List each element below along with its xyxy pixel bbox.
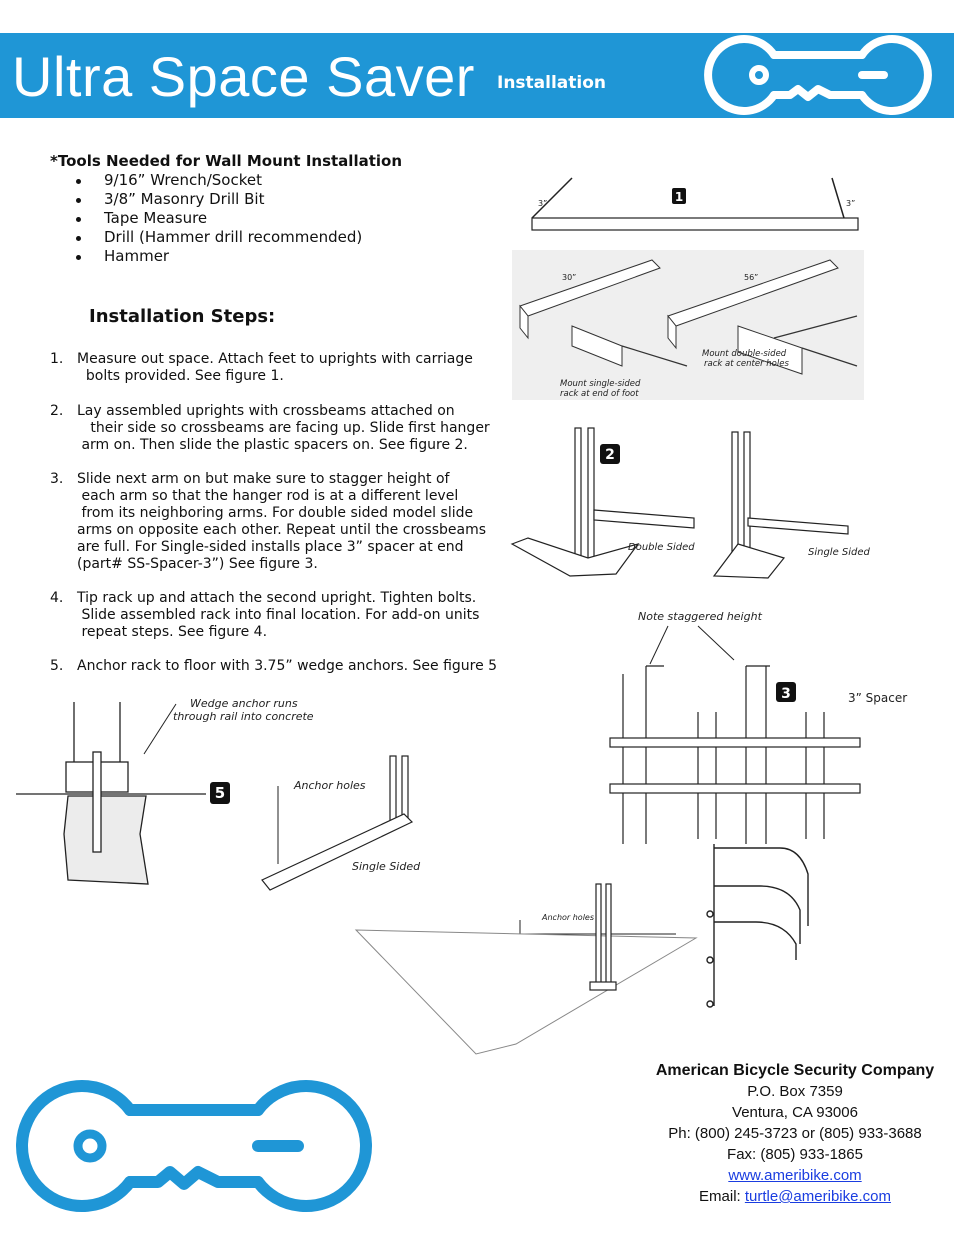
step-number: 4. [50, 590, 64, 606]
list-item: Drill (Hammer drill recommended) [70, 228, 362, 247]
step-number: 1. [50, 351, 64, 367]
page-title: Ultra Space Saver [12, 45, 475, 108]
step-text: Measure out space. Attach feet to uprigh… [77, 351, 473, 384]
single-caption-line2: rack at end of foot [560, 389, 639, 399]
spacer-label: 3” Spacer [848, 691, 907, 705]
page-subtitle: Installation [497, 73, 607, 93]
single-sided-label: Single Sided [352, 860, 421, 873]
double-caption-line2: rack at center holes [704, 359, 789, 369]
list-item: 9/16” Wrench/Socket [70, 171, 362, 190]
step-text: Tip rack up and attach the second uprigh… [77, 590, 480, 640]
figure-badge: 1 [675, 190, 683, 204]
list-item: Hammer [70, 247, 362, 266]
measure-30: 30” [562, 273, 576, 282]
figure-1: 1 3” 3” 30” 56” Mount single-sided rack … [512, 176, 864, 405]
single-sided-label: Single Sided [808, 547, 871, 558]
figure-badge: 5 [215, 784, 225, 802]
list-item: Tape Measure [70, 209, 362, 228]
tools-heading: *Tools Needed for Wall Mount Installatio… [50, 152, 403, 170]
measure-left: 3” [538, 199, 547, 208]
phone: Ph: (800) 245-3723 or (805) 933-3688 [668, 1125, 922, 1142]
key-logo-icon [704, 35, 932, 115]
figure-2: 2 Double Sided Single Sided [508, 418, 871, 594]
fax: Fax: (805) 933-1865 [727, 1146, 863, 1163]
website-link[interactable]: www.ameribike.com [728, 1167, 862, 1184]
double-caption-line1: Mount double-sided [702, 349, 787, 359]
header-banner: Ultra Space Saver Installation [0, 33, 954, 118]
figure-badge: 2 [605, 447, 615, 463]
figure-badge: 3 [781, 686, 791, 702]
step-number: 3. [50, 471, 64, 487]
address-line-2: Ventura, CA 93006 [732, 1104, 858, 1121]
step-text: Lay assembled uprights with crossbeams a… [77, 403, 490, 453]
address-line-1: P.O. Box 7359 [747, 1083, 843, 1100]
email-link[interactable]: turtle@ameribike.com [744, 1188, 891, 1205]
measure-right: 3” [846, 199, 855, 208]
single-caption-line1: Mount single-sided [560, 379, 641, 389]
step-number: 2. [50, 403, 64, 419]
figure-5: Wedge anchor runs through rail into conc… [16, 694, 698, 1068]
anchor-holes-label-2: Anchor holes [541, 913, 594, 922]
staggered-note: Note staggered height [638, 610, 763, 623]
anchor-holes-label: Anchor holes [293, 779, 366, 792]
figure-3: Note staggered height 3 3” Spacer [598, 604, 907, 858]
email-label: Email: [699, 1188, 745, 1205]
figure-4 [700, 834, 830, 1016]
wedge-note-line2: through rail into concrete [173, 710, 314, 723]
key-logo-icon [16, 1080, 372, 1212]
step-text: Slide next arm on but make sure to stagg… [77, 471, 487, 572]
email-line: Email: turtle@ameribike.com [640, 1186, 950, 1207]
step-number: 5. [50, 658, 64, 674]
measure-56: 56” [744, 273, 758, 282]
tools-list: 9/16” Wrench/Socket 3/8” Masonry Drill B… [70, 171, 362, 266]
wedge-note-line1: Wedge anchor runs [190, 697, 298, 710]
company-name: American Bicycle Security Company [655, 1062, 935, 1079]
steps-heading: Installation Steps: [89, 306, 276, 327]
list-item: 3/8” Masonry Drill Bit [70, 190, 362, 209]
company-contact: American Bicycle Security Company P.O. B… [640, 1060, 950, 1207]
step-text: Anchor rack to floor with 3.75” wedge an… [77, 658, 498, 674]
double-sided-label: Double Sided [628, 542, 695, 553]
